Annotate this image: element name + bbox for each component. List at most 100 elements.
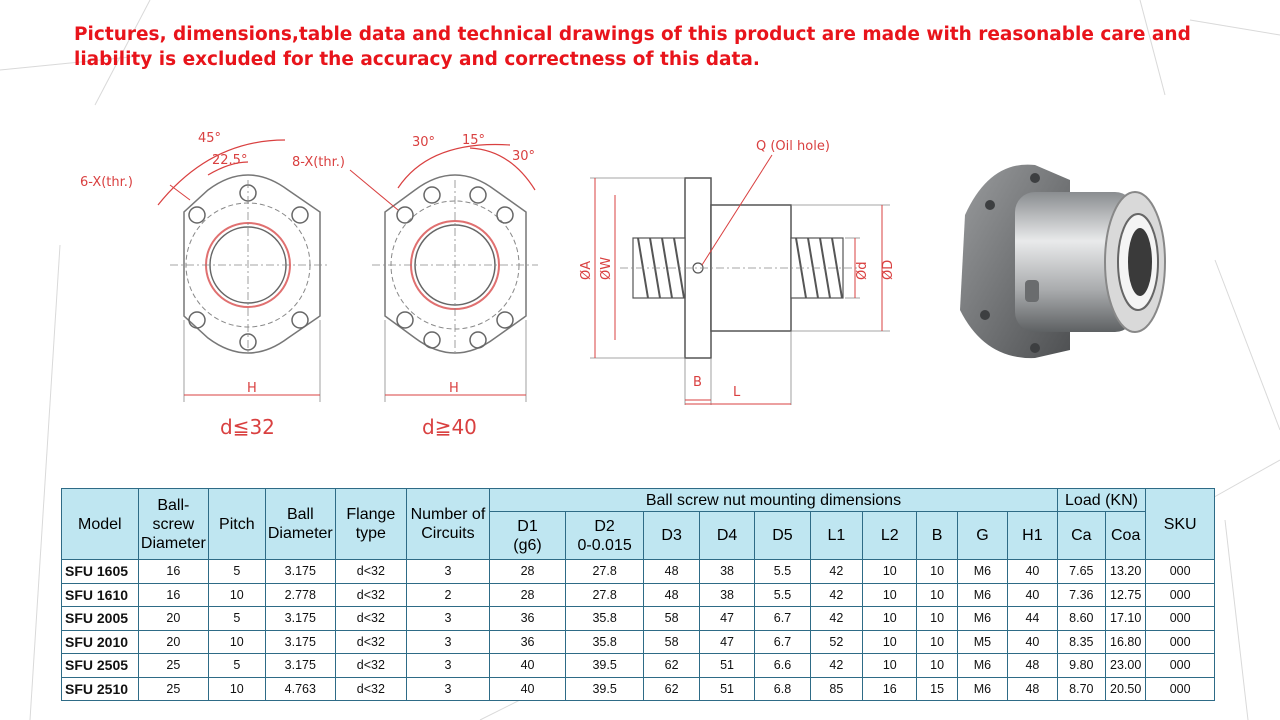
cell-d2: 35.8 <box>564 629 645 654</box>
cell-h1: 48 <box>1007 653 1058 678</box>
cell-d1: 28 <box>489 559 566 584</box>
cell-ball: 3.175 <box>264 559 337 584</box>
holes-label-8x: 8-X(thr.) <box>292 155 345 170</box>
front-view-large-flange: 30° 15° 30° 8-X(thr.) H d≧40 <box>292 133 538 439</box>
cell-flange: d<32 <box>335 559 407 584</box>
cell-model: SFU 2005 <box>61 606 139 631</box>
header-flange-type: Flange type <box>335 488 407 560</box>
cell-d3: 58 <box>643 606 700 631</box>
cell-model: SFU 2010 <box>61 629 139 654</box>
cell-d3: 48 <box>643 559 700 584</box>
cell-ball: 3.175 <box>264 629 337 654</box>
header-load-group: Load (KN) <box>1056 488 1147 512</box>
width-label-h-right: H <box>449 381 459 396</box>
cell-l2: 10 <box>862 629 918 654</box>
cell-b: 10 <box>916 653 958 678</box>
cell-l1: 42 <box>809 582 864 607</box>
cell-d3: 48 <box>643 582 700 607</box>
cell-coa: 12.75 <box>1105 582 1147 607</box>
cell-l1: 85 <box>809 676 864 701</box>
cell-l1: 42 <box>809 606 864 631</box>
cell-pitch: 10 <box>208 582 266 607</box>
angle-label-15: 15° <box>462 133 485 148</box>
cell-l2: 10 <box>862 653 918 678</box>
cell-g: M6 <box>956 676 1009 701</box>
header-d5: D5 <box>754 511 811 560</box>
header-pitch: Pitch <box>208 488 266 560</box>
cell-d4: 51 <box>698 676 756 701</box>
cell-b: 10 <box>916 582 958 607</box>
header-model: Model <box>61 488 139 560</box>
cell-model: SFU 2505 <box>61 653 139 678</box>
header-screw-diameter: Ball-screw Diameter <box>137 488 210 560</box>
cell-pitch: 10 <box>208 676 266 701</box>
cell-d5: 6.8 <box>754 676 811 701</box>
cell-h1: 40 <box>1007 559 1058 584</box>
cell-coa: 17.10 <box>1105 606 1147 631</box>
dim-label-l: L <box>733 385 741 400</box>
cell-g: M6 <box>956 582 1009 607</box>
cell-g: M5 <box>956 629 1009 654</box>
header-d2-line1: D2 <box>594 517 615 535</box>
angle-label-22-5: 22.5° <box>212 153 247 168</box>
cell-flange: d<32 <box>335 629 407 654</box>
cell-h1: 44 <box>1007 606 1058 631</box>
header-circuits: Number of Circuits <box>405 488 491 560</box>
header-d1-line1: D1 <box>517 517 538 535</box>
dim-label-b: B <box>693 375 702 390</box>
cell-d5: 5.5 <box>754 559 811 584</box>
cell-g: M6 <box>956 653 1009 678</box>
cell-circuits: 3 <box>405 606 491 631</box>
cell-d2: 39.5 <box>564 676 645 701</box>
cell-pitch: 5 <box>208 559 266 584</box>
cell-ball: 3.175 <box>264 606 337 631</box>
cell-screw: 20 <box>137 629 210 654</box>
dim-label-w: ØW <box>599 257 614 280</box>
cell-l1: 42 <box>809 653 864 678</box>
header-b: B <box>916 511 958 560</box>
cell-d2: 35.8 <box>564 606 645 631</box>
cell-d1: 36 <box>489 606 566 631</box>
cell-screw: 25 <box>137 653 210 678</box>
cell-h1: 48 <box>1007 676 1058 701</box>
header-g: G <box>956 511 1009 560</box>
cell-d4: 47 <box>698 629 756 654</box>
cell-circuits: 3 <box>405 629 491 654</box>
cell-ca: 8.70 <box>1056 676 1107 701</box>
cell-d3: 62 <box>643 676 700 701</box>
cell-ca: 8.60 <box>1056 606 1107 631</box>
cell-ca: 7.36 <box>1056 582 1107 607</box>
cell-pitch: 10 <box>208 629 266 654</box>
cell-d4: 47 <box>698 606 756 631</box>
cell-model: SFU 1605 <box>61 559 139 584</box>
caption-d-small: d≦32 <box>220 415 275 439</box>
caption-d-large: d≧40 <box>422 415 477 439</box>
header-d3: D3 <box>643 511 700 560</box>
header-d1: D1(g6) <box>489 511 566 560</box>
cell-d4: 38 <box>698 582 756 607</box>
front-view-small-flange: 45° 22.5° 6-X(thr.) H d≦32 <box>80 131 330 439</box>
cell-d4: 38 <box>698 559 756 584</box>
oil-hole-label: Q (Oil hole) <box>756 139 830 154</box>
cell-ca: 9.80 <box>1056 653 1107 678</box>
cell-model: SFU 1610 <box>61 582 139 607</box>
cell-g: M6 <box>956 606 1009 631</box>
cell-b: 15 <box>916 676 958 701</box>
header-ball-diameter: Ball Diameter <box>264 488 337 560</box>
cell-d2: 39.5 <box>564 653 645 678</box>
width-label-h-left: H <box>247 381 257 396</box>
disclaimer-notice: Pictures, dimensions,table data and tech… <box>74 24 1191 70</box>
cell-ball: 3.175 <box>264 653 337 678</box>
cell-coa: 20.50 <box>1105 676 1147 701</box>
cell-pitch: 5 <box>208 606 266 631</box>
cell-l2: 16 <box>862 676 918 701</box>
cell-flange: d<32 <box>335 676 407 701</box>
angle-label-30-right: 30° <box>512 149 535 164</box>
dim-label-a: ØA <box>579 261 594 280</box>
